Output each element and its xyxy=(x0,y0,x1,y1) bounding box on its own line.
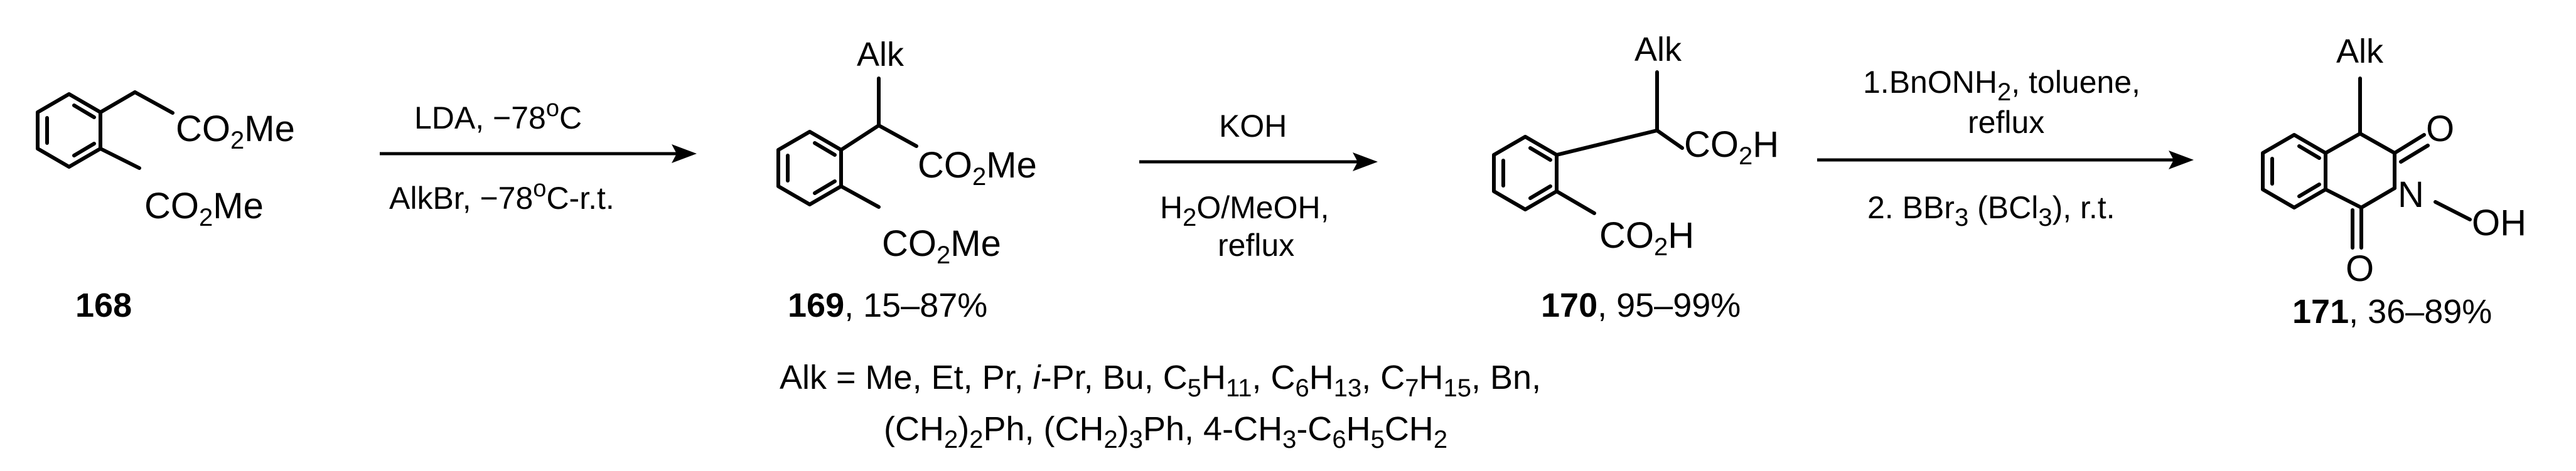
label-170-acid-top: CO2H xyxy=(1684,124,1779,170)
step1-condition-line1: LDA, −78oC xyxy=(414,95,582,135)
reaction-arrow-3 xyxy=(1817,151,2194,169)
compound-170-label: 170, 95–99% xyxy=(1541,287,1741,324)
label-169-ester-bottom: CO2Me xyxy=(882,223,1001,269)
label-171-alk: Alk xyxy=(2336,33,2384,70)
step2-solvent: H2O/MeOH, xyxy=(1160,190,1329,231)
reaction-arrow-1 xyxy=(380,144,697,163)
compound-171-structure: Alk O N OH O xyxy=(2261,33,2526,289)
compound-168-structure: CO2Me CO2Me xyxy=(36,90,295,231)
compound-169-label: 169, 15–87% xyxy=(788,287,987,324)
step1-condition-line2: AlkBr, −78oC-r.t. xyxy=(389,176,614,216)
label-171-o-bottom: O xyxy=(2346,248,2374,289)
step2-reagent: KOH xyxy=(1219,108,1287,144)
compound-171-label: 171, 36–89% xyxy=(2292,293,2492,331)
label-168-ester-bottom: CO2Me xyxy=(144,186,264,231)
step2-reflux: reflux xyxy=(1218,228,1294,263)
compound-169-structure: Alk CO2Me CO2Me xyxy=(776,36,1037,269)
label-171-oh: OH xyxy=(2472,203,2526,243)
step3-reflux: reflux xyxy=(1968,105,2044,140)
compound-170-structure: Alk CO2H CO2H xyxy=(1492,31,1779,261)
alk-definition-line2: (CH2)2Ph, (CH2)3Ph, 4-CH3-C6H5CH2 xyxy=(884,410,1447,453)
reaction-arrow-2 xyxy=(1139,152,1378,171)
label-169-alk: Alk xyxy=(857,36,904,73)
step3-condition-line1: 1.BnONH2, toluene, xyxy=(1863,65,2140,106)
compound-168-label: 168 xyxy=(75,287,132,324)
alk-definition-line1: Alk = Me, Et, Pr, i-Pr, Bu, C5H11, C6H13… xyxy=(780,359,1541,402)
label-171-o-top: O xyxy=(2426,108,2454,149)
label-169-ester-top: CO2Me xyxy=(918,145,1037,191)
label-171-n: N xyxy=(2398,174,2424,215)
step3-condition-line2: 2. BBr3 (BCl3), r.t. xyxy=(1867,190,2115,231)
label-168-ester-top: CO2Me xyxy=(176,108,295,154)
label-170-acid-bottom: CO2H xyxy=(1599,215,1694,261)
label-170-alk: Alk xyxy=(1634,31,1682,68)
